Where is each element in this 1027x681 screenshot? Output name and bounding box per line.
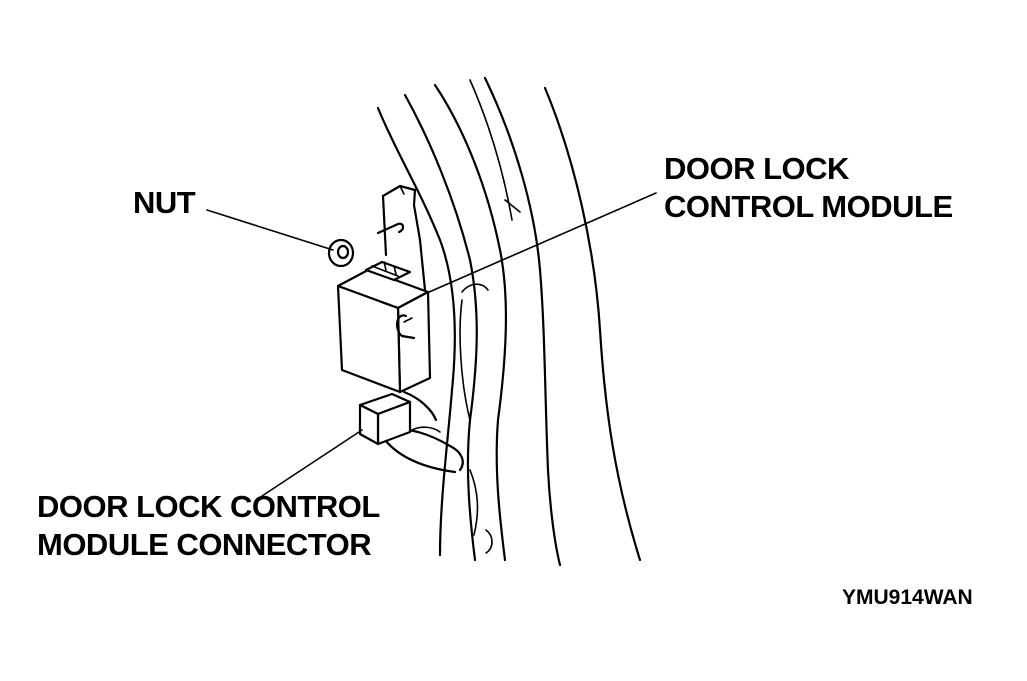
wiring-harness: [383, 390, 464, 474]
control-module-drawing: [336, 260, 432, 394]
module-label-line1: DOOR LOCK: [664, 151, 849, 186]
module-label-line2: CONTROL MODULE: [664, 189, 953, 224]
leader-lines: [206, 192, 657, 497]
connector-label-line2: MODULE CONNECTOR: [37, 527, 372, 562]
module-connector-drawing: [358, 392, 412, 446]
leader-line-module: [419, 192, 657, 297]
connector-label-line1: DOOR LOCK CONTROL: [37, 489, 380, 524]
nut-drawing: [327, 238, 355, 268]
leader-line-nut: [206, 209, 334, 251]
nut-label: NUT: [133, 185, 196, 220]
leader-line-connector: [261, 429, 363, 497]
connector-label: DOOR LOCK CONTROL MODULE CONNECTOR: [37, 488, 380, 564]
figure-code: YMU914WAN: [842, 586, 973, 609]
module-label: DOOR LOCK CONTROL MODULE: [664, 150, 953, 226]
